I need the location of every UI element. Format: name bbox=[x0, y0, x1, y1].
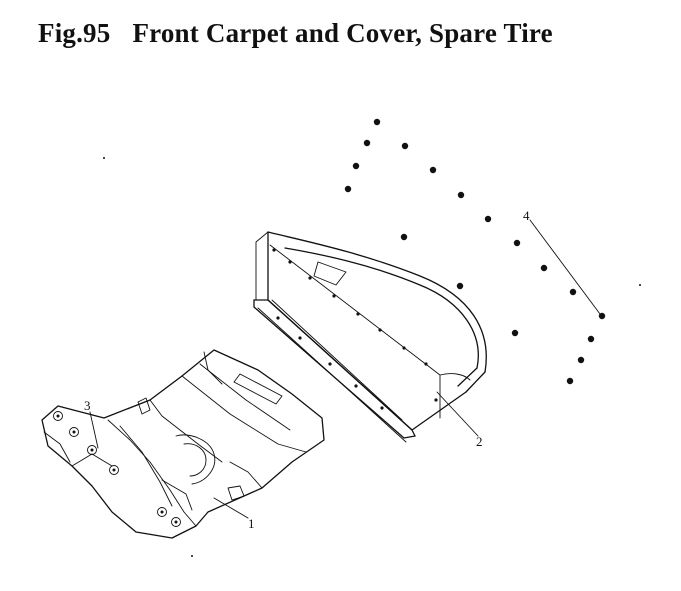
callout-3: 3 bbox=[84, 398, 91, 413]
fastener-dots bbox=[103, 118, 641, 385]
figure-title: Front Carpet and Cover, Spare Tire bbox=[132, 18, 553, 48]
callout-labels: 1 2 3 4 bbox=[84, 208, 530, 531]
callout-2: 2 bbox=[476, 434, 483, 449]
leader-lines bbox=[89, 219, 601, 519]
callout-4: 4 bbox=[523, 208, 530, 223]
callout-1: 1 bbox=[248, 516, 255, 531]
spare-tire-cover bbox=[253, 231, 487, 443]
page-title: Fig.95 Front Carpet and Cover, Spare Tire bbox=[38, 18, 553, 49]
front-carpet bbox=[41, 349, 325, 557]
figure-number: Fig.95 bbox=[38, 18, 111, 48]
